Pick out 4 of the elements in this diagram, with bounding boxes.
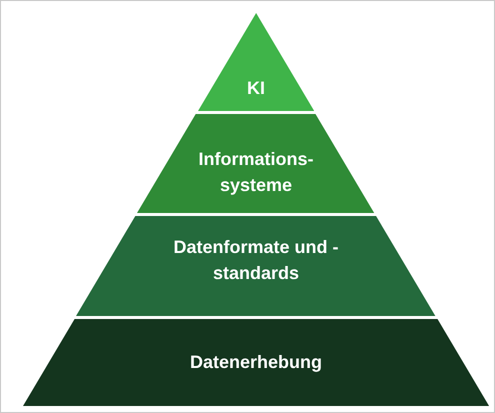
level-label: Datenerhebung (188, 351, 323, 374)
level-label: Datenformate und -standards (172, 236, 340, 285)
level-label: KI (246, 77, 266, 100)
level-label: Informations- systeme (197, 148, 314, 197)
